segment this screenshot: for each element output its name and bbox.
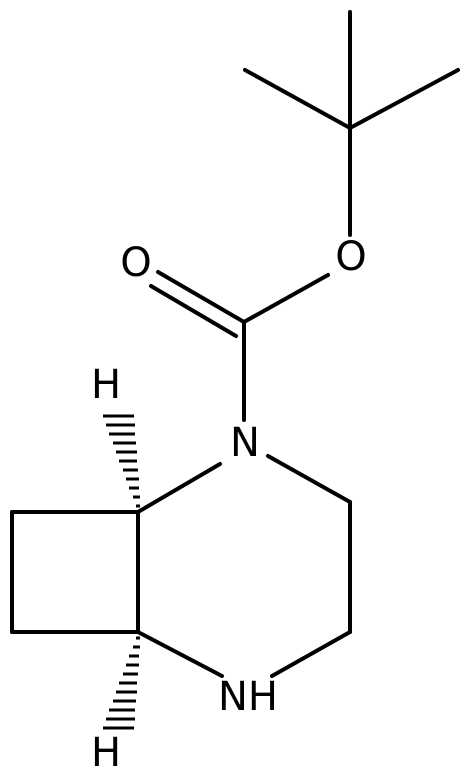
bond-tbu-methyl-right	[348, 68, 460, 130]
bond-c4-to-nh	[270, 630, 352, 678]
piperazine-ring	[136, 454, 352, 678]
hashed-wedge-top	[103, 414, 140, 508]
bond-ester-oxygen-to-carbonyl	[242, 273, 330, 324]
tert-butyl-group	[243, 10, 460, 237]
carbamate-group	[149, 270, 330, 422]
bond-nh-to-c6	[136, 630, 224, 678]
stereo-hydrogen-bottom-label: H	[91, 730, 121, 776]
bond-carbonyl-double-b	[149, 284, 238, 338]
bond-tbu-methyl-left	[243, 68, 352, 130]
amine-nitrogen-label: NH	[218, 674, 278, 720]
amide-nitrogen-label: N	[230, 420, 260, 466]
stereo-hydrogen-top-label: H	[91, 362, 121, 408]
hashed-wedge-bottom	[103, 636, 140, 730]
bond-c1-to-n	[136, 462, 222, 514]
bond-carbonyl-double-a	[156, 270, 246, 324]
bond-n-to-c5	[266, 454, 352, 504]
ester-oxygen-label: O	[335, 234, 366, 280]
carbonyl-oxygen-label: O	[120, 240, 151, 286]
cyclobutane-ring	[10, 510, 140, 634]
